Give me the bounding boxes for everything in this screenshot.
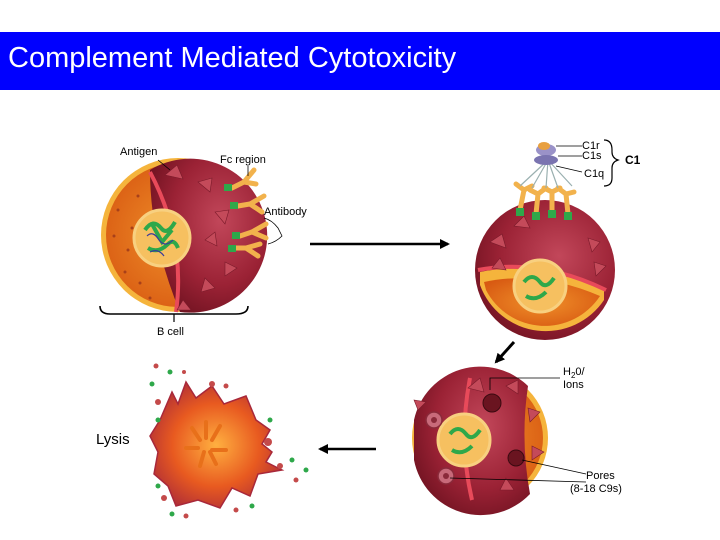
pores-range-label: (8-18 C9s) [570, 483, 622, 495]
page-title: Complement Mediated Cytotoxicity [8, 42, 457, 74]
antibody-label: Antibody [264, 206, 307, 218]
lysis-label: Lysis [96, 431, 130, 448]
pores-leaders [449, 459, 587, 483]
b-cell-bracket [99, 305, 249, 315]
h2o-label: H20/ [563, 366, 585, 380]
h2o-label-subscript: 2 [570, 371, 576, 381]
pores-label: Pores [586, 470, 615, 482]
b-cell-label: B cell [157, 326, 184, 338]
c1r-label: C1r [582, 140, 600, 152]
c1-component-leaders [555, 145, 583, 173]
antigen-label: Antigen [120, 146, 158, 158]
ions-leader [489, 377, 560, 390]
cell-pores [412, 366, 548, 516]
antibody-group [224, 167, 269, 259]
h2o-label-rest: 0/ [575, 366, 585, 378]
cell-c1-bound [475, 142, 615, 340]
h2o-label-h: H [563, 366, 571, 378]
antibody-bracket [263, 217, 283, 245]
b-cell [101, 158, 269, 313]
c1-label: C1 [625, 153, 641, 167]
lysed-cell [149, 363, 309, 519]
title-bar: Complement Mediated Cytotoxicity [0, 32, 720, 90]
antigen-leader [157, 159, 171, 171]
c1q-label: C1q [584, 168, 605, 180]
c1-bracket [603, 139, 620, 187]
ions-label: Ions [563, 379, 584, 391]
fc-region-label: Fc region [220, 154, 266, 166]
arrow-down-left-icon [494, 340, 516, 364]
c1s-label: C1s [582, 150, 602, 162]
